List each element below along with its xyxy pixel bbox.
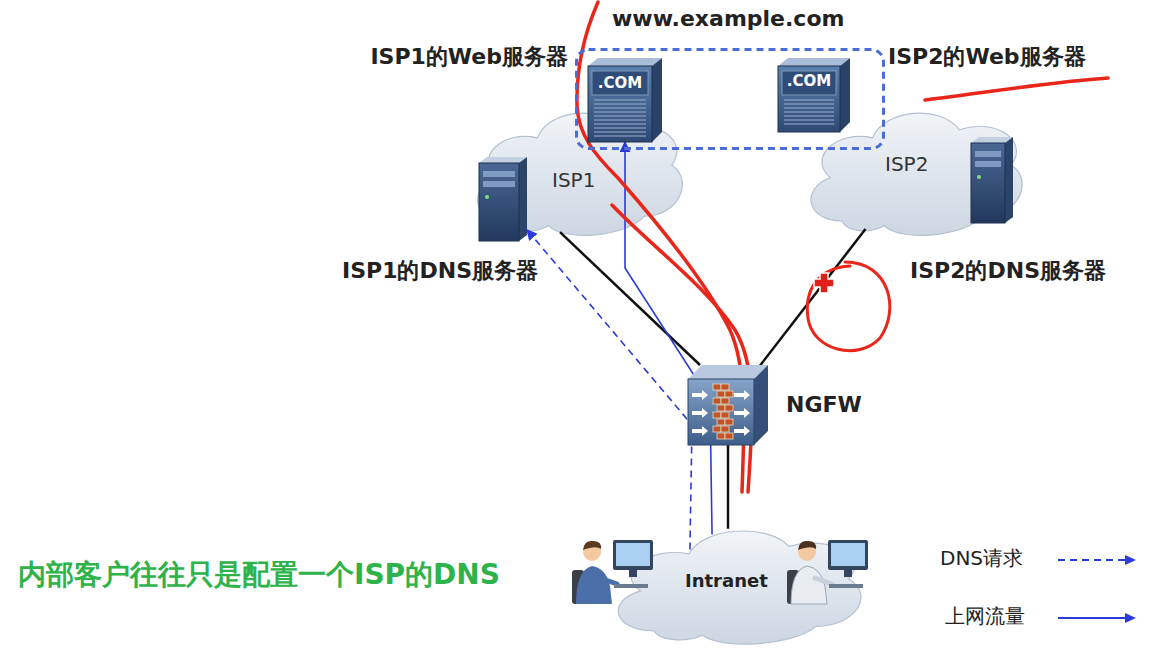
- node-text: NGFW: [786, 392, 862, 418]
- intranet-cloud: Intranet: [600, 505, 870, 653]
- device-label: ISP2的Web服务器: [888, 44, 1086, 70]
- dns-server: ISP2的DNS服务器: [955, 135, 1013, 225]
- connection-line: [727, 445, 730, 529]
- web-server: .COM: [778, 58, 850, 132]
- node-text: ISP2: [885, 152, 928, 176]
- node-text: .COM: [588, 74, 652, 92]
- connection-line: [527, 230, 692, 550]
- firewall-device-shape: [688, 365, 768, 445]
- firewall-device: NGFW: [688, 365, 768, 445]
- red-annotation-circle: [807, 262, 889, 351]
- node-text: ISP1的DNS服务器: [342, 258, 538, 284]
- web-server: .COM: [588, 58, 662, 142]
- red-annotation-stroke: [612, 205, 752, 492]
- legend-text: DNS请求: [940, 546, 1023, 570]
- web-server-shape: [778, 58, 850, 132]
- connection-line: [758, 229, 866, 368]
- server-group-box: www.example.com.COM.COM: [575, 48, 885, 150]
- dns-server-shape: [955, 135, 1013, 225]
- red-annotation-underline: [925, 78, 1108, 100]
- node-text: ISP1: [552, 168, 595, 192]
- device-label: ISP1的Web服务器: [370, 44, 568, 70]
- note-text: 内部客户往往只是配置一个ISP的DNS: [18, 558, 500, 592]
- dns-server-shape: [463, 155, 527, 243]
- node-text: www.example.com: [612, 6, 844, 32]
- node-text: ISP2的DNS服务器: [910, 258, 1106, 284]
- dns-server: ISP1的DNS服务器: [463, 155, 527, 243]
- connection-line: [560, 232, 700, 365]
- fault-cross: [814, 273, 834, 293]
- legend-sample: [1058, 613, 1136, 623]
- legend-text: 上网流量: [945, 604, 1025, 628]
- web-server-shape: [588, 58, 662, 142]
- node-text: Intranet: [685, 570, 768, 592]
- node-text: .COM: [778, 72, 840, 90]
- legend-sample: [1058, 555, 1136, 565]
